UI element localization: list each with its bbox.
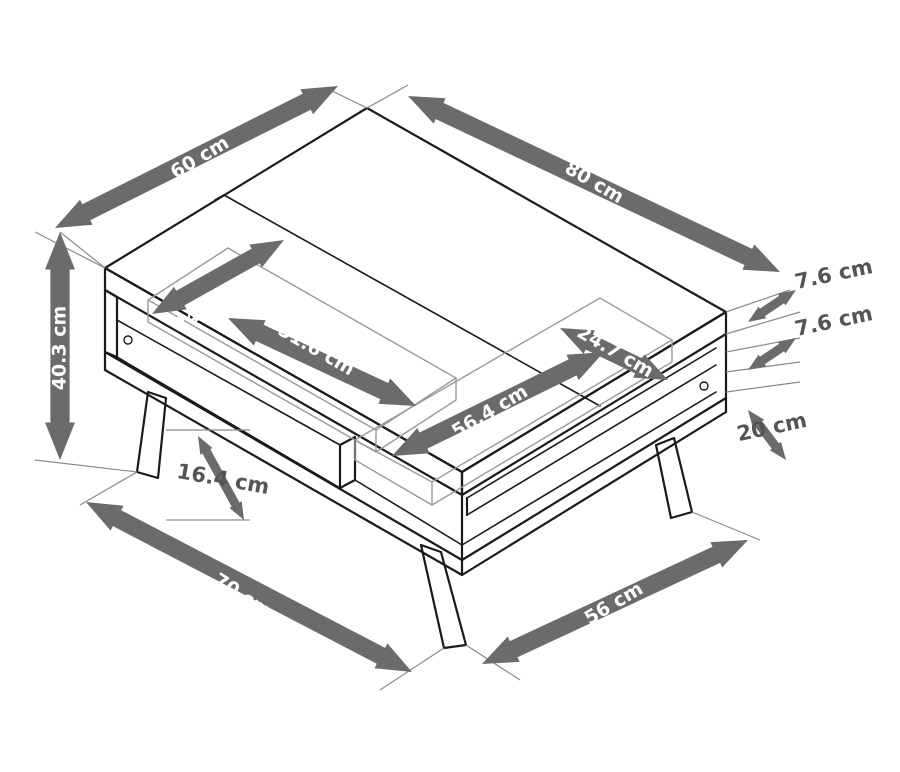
label-height: 40.3 cm [49, 306, 71, 391]
label-leg-height: 16.4 cm [175, 459, 271, 499]
ext-line-2 [329, 89, 368, 109]
arrow-drawer1-depth [152, 240, 284, 314]
right-knob-icon [699, 381, 709, 391]
ext-line-7 [725, 361, 801, 373]
label-base-depth: 56 cm [581, 578, 647, 630]
drawer-front-lower-right [466, 364, 717, 516]
ext-line-11 [379, 647, 445, 691]
arrow-drawer1-width [228, 318, 416, 406]
arrow-drawer2-width [392, 352, 604, 456]
arrow-depth [55, 86, 338, 228]
arrow-width [408, 96, 780, 272]
lift-top-seam-edge [214, 194, 225, 201]
ext-line-3 [366, 84, 409, 109]
ext-line-9 [691, 511, 761, 541]
ext-line-13 [34, 231, 106, 269]
arrow-leg-height [198, 436, 244, 520]
arrow-top-panel [748, 290, 796, 322]
lift-top-seam [223, 194, 601, 407]
dimension-arrows [45, 86, 796, 672]
label-top-panel: 7.6 cm [793, 254, 875, 294]
leg-left [135, 390, 168, 480]
ext-line-8 [725, 381, 801, 393]
ext-line-14 [34, 459, 138, 473]
bottom-shelf-left [116, 356, 341, 489]
arrow-drawer-front [748, 338, 796, 370]
middle-divider [338, 435, 357, 490]
inner-shelf-right [466, 347, 717, 499]
label-depth: 60 cm [167, 132, 233, 184]
left-side-panel [103, 288, 119, 359]
ext-line-1 [59, 231, 106, 269]
ext-line-5 [725, 311, 801, 335]
arrow-base-depth [482, 540, 748, 664]
ext-line-12 [79, 471, 138, 506]
left-knob-icon [123, 335, 133, 345]
leg-front [419, 543, 468, 650]
arrow-height [45, 232, 75, 460]
label-drawer-front: 7.6 cm [793, 301, 875, 341]
bottom-shelf-right [354, 391, 717, 546]
table-drawing [34, 84, 801, 691]
inner-shelf-left [116, 319, 341, 446]
shelf-bottom-edge [103, 350, 728, 562]
arrow-base-width [86, 502, 412, 672]
arrow-shelf-height [748, 410, 786, 460]
label-drawer2-width: 56.4 cm [448, 380, 532, 442]
leg-right [654, 436, 694, 520]
arrow-drawer2-depth [560, 328, 668, 380]
